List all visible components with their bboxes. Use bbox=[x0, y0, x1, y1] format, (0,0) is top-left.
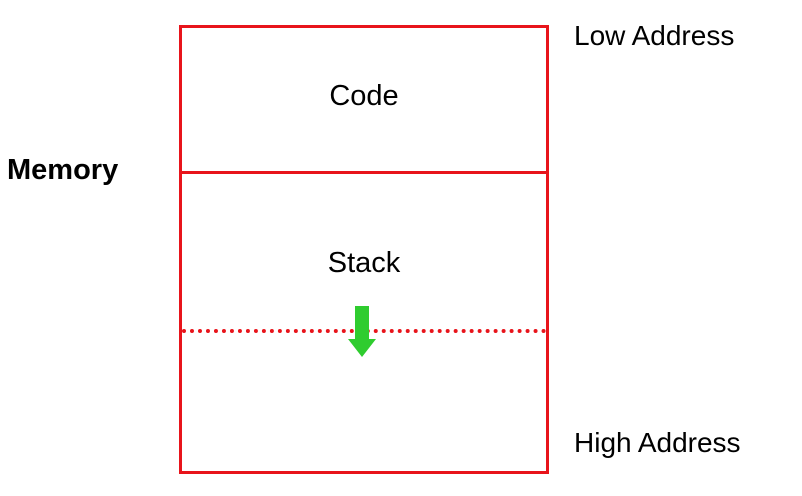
low-address-label: Low Address bbox=[574, 20, 735, 51]
memory-layout-box: Code Stack bbox=[179, 25, 549, 474]
high-address-label: High Address bbox=[574, 427, 741, 458]
code-section: Code bbox=[182, 28, 546, 174]
stack-section-label: Stack bbox=[327, 247, 401, 279]
code-section-label: Code bbox=[329, 80, 399, 112]
arrow-down-icon bbox=[348, 306, 376, 357]
memory-label: Memory bbox=[7, 154, 119, 186]
